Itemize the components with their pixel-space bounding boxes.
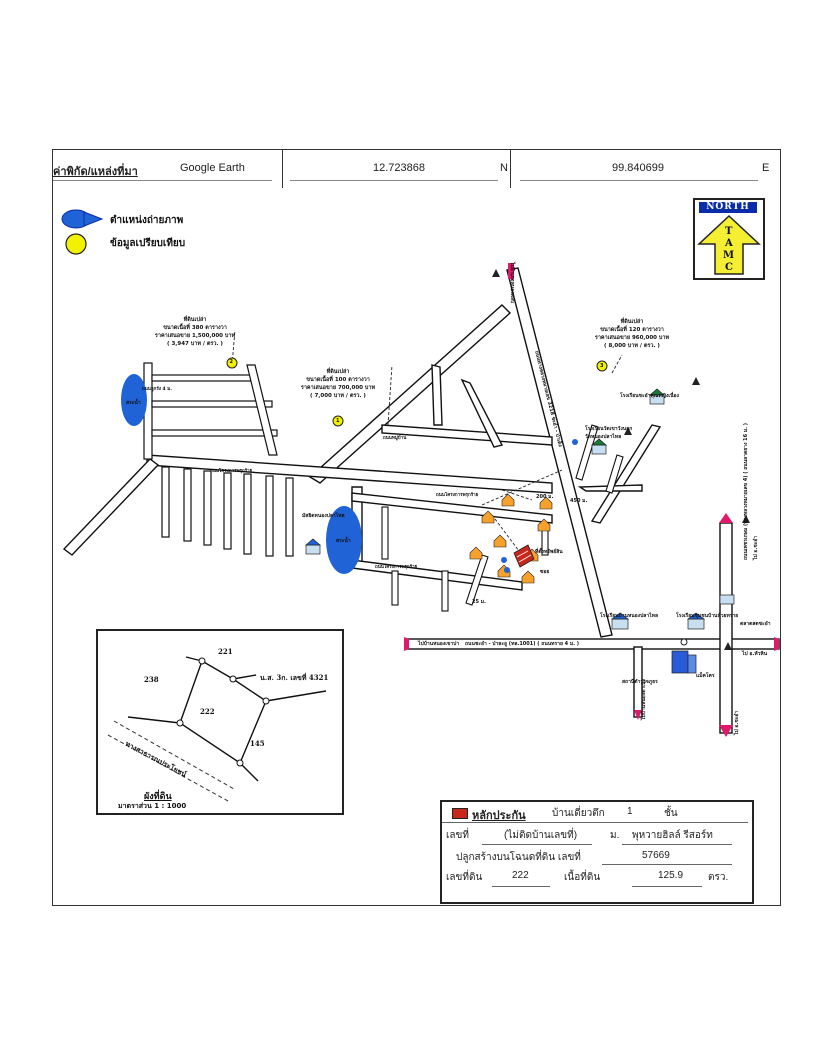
label-dist-2: 450 ม. <box>570 498 588 504</box>
north-arrow-box: NORTH T A M C <box>693 198 765 280</box>
label-dist-1: 200 ม. <box>536 494 554 500</box>
comparison-marker-icon <box>65 233 87 255</box>
highway-diagonal <box>506 267 613 638</box>
label-dist-3: 25 ม. <box>472 599 486 605</box>
comparison-marker-3 <box>596 360 608 372</box>
floors-value: 1 <box>627 806 633 817</box>
north-arrow-icon <box>697 214 761 275</box>
north-title: NORTH <box>699 202 757 213</box>
label-road-main-h: ถนนชะอำ - ป่าละอู (ทล.1001) ( ถนนทราย 4 … <box>465 641 580 647</box>
north-letter-a: A <box>725 238 733 249</box>
photo-position-icon <box>61 209 104 229</box>
collateral-label: หลักประกัน <box>472 810 526 822</box>
deed-line-label: ปลูกสร้างบนโฉนดที่ดิน เลขที่ <box>456 852 581 863</box>
longitude-value: 99.840699 <box>612 162 664 174</box>
plot-neighbor-top: 221 <box>218 647 233 656</box>
frame-left <box>52 149 53 905</box>
land-no-value: 222 <box>512 870 529 881</box>
frame-bottom <box>52 905 781 906</box>
area-unit: ตรว. <box>708 872 729 883</box>
longitude-direction: E <box>762 162 770 174</box>
comparison-3-number: 3 <box>600 363 604 369</box>
road-diagonal-nw <box>308 304 512 484</box>
road-upper-v <box>431 364 443 426</box>
building-type: บ้านเดี่ยวตึก <box>552 808 605 819</box>
label-lane: ถนนลูกรัง 4 ม. <box>142 387 172 392</box>
latitude-direction: N <box>500 162 508 174</box>
label-school2: โรงเรียนชุมชนบ้านห้วยทราย <box>676 613 739 619</box>
comparison-1-number: 1 <box>336 418 340 424</box>
comparison-2-label: ที่ดินเปล่าขนาดเนื้อที่ 380 ตารางวา ราคา… <box>154 317 236 347</box>
label-school3: โรงเรียนชะอำคุณหญิงเนื่อง <box>620 393 679 399</box>
latitude-value: 12.723868 <box>373 162 425 174</box>
label-to-hua-hin: ไป อ.หัวหิน <box>742 651 768 657</box>
pond-center <box>326 506 362 574</box>
north-letter-t: T <box>725 226 733 237</box>
plot-title: ผังที่ดิน <box>144 792 172 802</box>
label-to-cha-am-2: ไป อ.ชะอำ <box>734 710 740 735</box>
label-village-road-3: ถนนโครงการพรุกร้าย <box>375 565 418 570</box>
area-value: 125.9 <box>658 870 684 881</box>
house-no-label: เลขที่ <box>446 830 469 841</box>
legend-photo-position: ตำแหน่งถ่ายภาพ <box>110 215 184 226</box>
label-mosque: มัสยิดหนองปลาไหล <box>302 513 345 519</box>
header-bar <box>52 149 780 188</box>
label-pond-left: สระน้ำ <box>126 400 141 406</box>
plot-drawing <box>107 656 327 802</box>
north-letter-m: M <box>723 250 735 261</box>
plot-neighbor-left: 238 <box>144 675 159 684</box>
label-site: ที่ตั้งทรัพย์สิน <box>535 549 563 555</box>
comparison-3-label: ที่ดินเปล่าขนาดเนื้อที่ 120 ตารางวา ราคา… <box>594 319 670 349</box>
moo-label: ม. <box>610 830 620 841</box>
floors-unit: ชั้น <box>664 808 678 819</box>
collateral-info-box: หลักประกัน บ้านเดี่ยวตึก 1 ชั้น เลขที่ (… <box>440 800 754 904</box>
label-temple2: วัดหนองปลาไหล <box>585 434 622 440</box>
legend-comparison-data: ข้อมูลเปรียบเทียบ <box>110 238 186 249</box>
plot-deed-label: น.ส. 3ก. เลขที่ 4321 <box>260 673 329 682</box>
north-letter-c: C <box>725 262 733 273</box>
road-mid-h <box>351 492 553 524</box>
land-no-label: เลขที่ดิน <box>446 872 483 883</box>
label-police: สถานีตำรวจภูธร <box>622 679 658 685</box>
label-village-road: ถนนโครงการพรุกร้าย <box>210 469 253 474</box>
plot-scale: มาตราส่วน 1 : 1000 <box>118 802 187 810</box>
area-label: เนื้อที่ดิน <box>564 872 601 883</box>
label-to-north: ไปอำเภอหนองพลับ <box>509 262 515 304</box>
deed-number: 57669 <box>642 850 670 861</box>
comparison-1-label: ที่ดินเปล่าขนาดเนื้อที่ 100 ตารางวา ราคา… <box>300 369 376 399</box>
comparison-marker-2 <box>226 357 238 369</box>
coord-source-label: ค่าพิกัด/แหล่งที่มา <box>53 166 138 178</box>
coord-source-value: Google Earth <box>180 162 245 174</box>
highway-right-v <box>719 522 733 734</box>
label-store: แม็คโคร <box>696 673 715 679</box>
label-road-a: ถนนหมู่บ้าน <box>383 436 407 441</box>
comparison-2-number: 2 <box>229 359 233 365</box>
frame-right <box>780 149 781 905</box>
collateral-swatch <box>452 808 468 819</box>
road-upper-h2 <box>460 378 504 448</box>
road-left-slant <box>62 458 160 556</box>
label-to-pranburi: ไปบ้านหนองเขาปา <box>418 641 460 647</box>
project-name: พุหวายฮิลล์ รีสอร์ท <box>632 830 713 841</box>
house-no-value: (ไม่ติดบ้านเลขที่) <box>504 830 578 841</box>
comparison-marker-1 <box>332 415 344 427</box>
pond-left <box>121 374 147 426</box>
plot-plan-box: 221 238 222 145 น.ส. 3ก. เลขที่ 4321 ทาง… <box>96 629 344 815</box>
label-road-right-v: ถนนเพชรเกษม (ทางหลวงหมายเลข 4) ( ถนนลาดย… <box>743 422 749 560</box>
road-upper-h <box>381 424 553 446</box>
label-soi: ซอย <box>540 569 550 575</box>
label-market: ตลาดสดชะอำ <box>740 621 771 627</box>
collateral-site-marker <box>513 544 535 568</box>
plot-center-number: 222 <box>200 707 215 716</box>
location-map <box>62 263 780 737</box>
label-temple: โรงเรียนวัดเขาวังนอก <box>585 426 633 432</box>
plot-neighbor-right: 145 <box>250 739 265 748</box>
label-to-cha-am: ไป อ.ชะอำ <box>753 535 759 560</box>
label-village-road-2: ถนนโครงการพรุกร้าย <box>436 493 479 498</box>
label-pond-center: สระน้ำ <box>336 538 351 544</box>
label-school1: โรงเรียนบ้านหนองปลาไหล <box>600 613 659 619</box>
